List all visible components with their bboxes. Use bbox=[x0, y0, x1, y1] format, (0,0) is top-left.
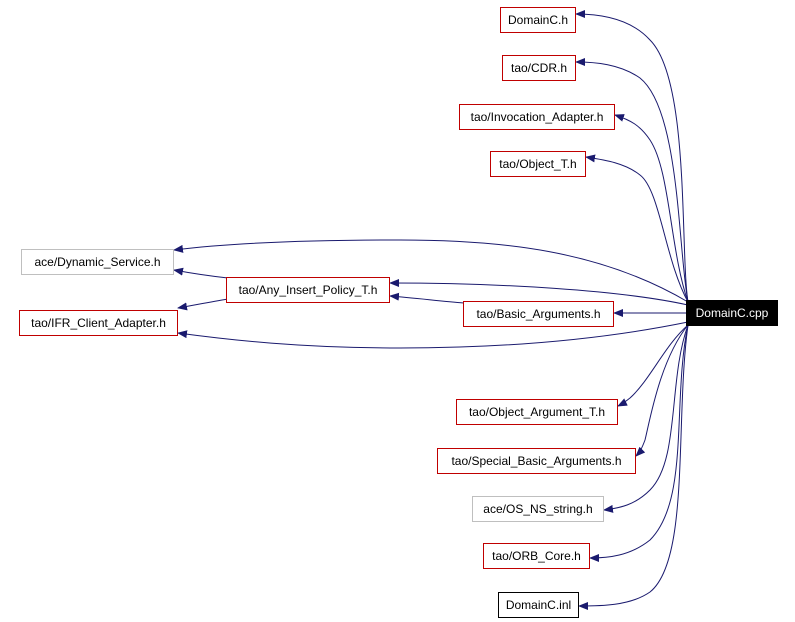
edge-to-orb-core bbox=[589, 324, 689, 562]
node-tao-basic-arguments-h[interactable]: tao/Basic_Arguments.h bbox=[463, 301, 614, 327]
node-tao-any-insert-policy-t-h[interactable]: tao/Any_Insert_Policy_T.h bbox=[226, 277, 390, 303]
edge-to-dynamic-service bbox=[173, 239, 689, 303]
edge-to-object-argument-t bbox=[617, 324, 689, 407]
node-domainc-inl[interactable]: DomainC.inl bbox=[498, 592, 579, 618]
node-domainc-h[interactable]: DomainC.h bbox=[500, 7, 576, 33]
edge-to-invocation-adapter bbox=[614, 114, 689, 303]
edge-to-cdr bbox=[575, 58, 689, 303]
node-tao-object-t-h[interactable]: tao/Object_T.h bbox=[490, 151, 586, 177]
node-tao-special-basic-arguments-h[interactable]: tao/Special_Basic_Arguments.h bbox=[437, 448, 636, 474]
edge-to-special-basic-arguments bbox=[635, 324, 689, 457]
node-tao-object-argument-t-h[interactable]: tao/Object_Argument_T.h bbox=[456, 399, 618, 425]
edge-to-object-t bbox=[585, 154, 689, 303]
edge-to-ifr-client-adapter bbox=[177, 321, 689, 349]
edge-to-os-ns-string bbox=[603, 324, 689, 513]
node-domainc-cpp[interactable]: DomainC.cpp bbox=[686, 300, 778, 326]
node-tao-cdr-h[interactable]: tao/CDR.h bbox=[502, 55, 576, 81]
edge-any-insert-to-ifr-client-adapter bbox=[177, 298, 229, 311]
node-tao-orb-core-h[interactable]: tao/ORB_Core.h bbox=[483, 543, 590, 569]
edge-to-domainc-inl bbox=[578, 324, 689, 610]
node-ace-dynamic-service-h[interactable]: ace/Dynamic_Service.h bbox=[21, 249, 174, 275]
edge-to-any-insert-policy bbox=[389, 279, 689, 306]
node-ace-os-ns-string-h[interactable]: ace/OS_NS_string.h bbox=[472, 496, 604, 522]
edge-to-domainc-h bbox=[575, 10, 689, 303]
edge-basic-to-any-insert bbox=[389, 292, 465, 304]
edge-any-insert-to-dynamic-service bbox=[173, 267, 229, 279]
node-tao-ifr-client-adapter-h[interactable]: tao/IFR_Client_Adapter.h bbox=[19, 310, 178, 336]
node-tao-invocation-adapter-h[interactable]: tao/Invocation_Adapter.h bbox=[459, 104, 615, 130]
